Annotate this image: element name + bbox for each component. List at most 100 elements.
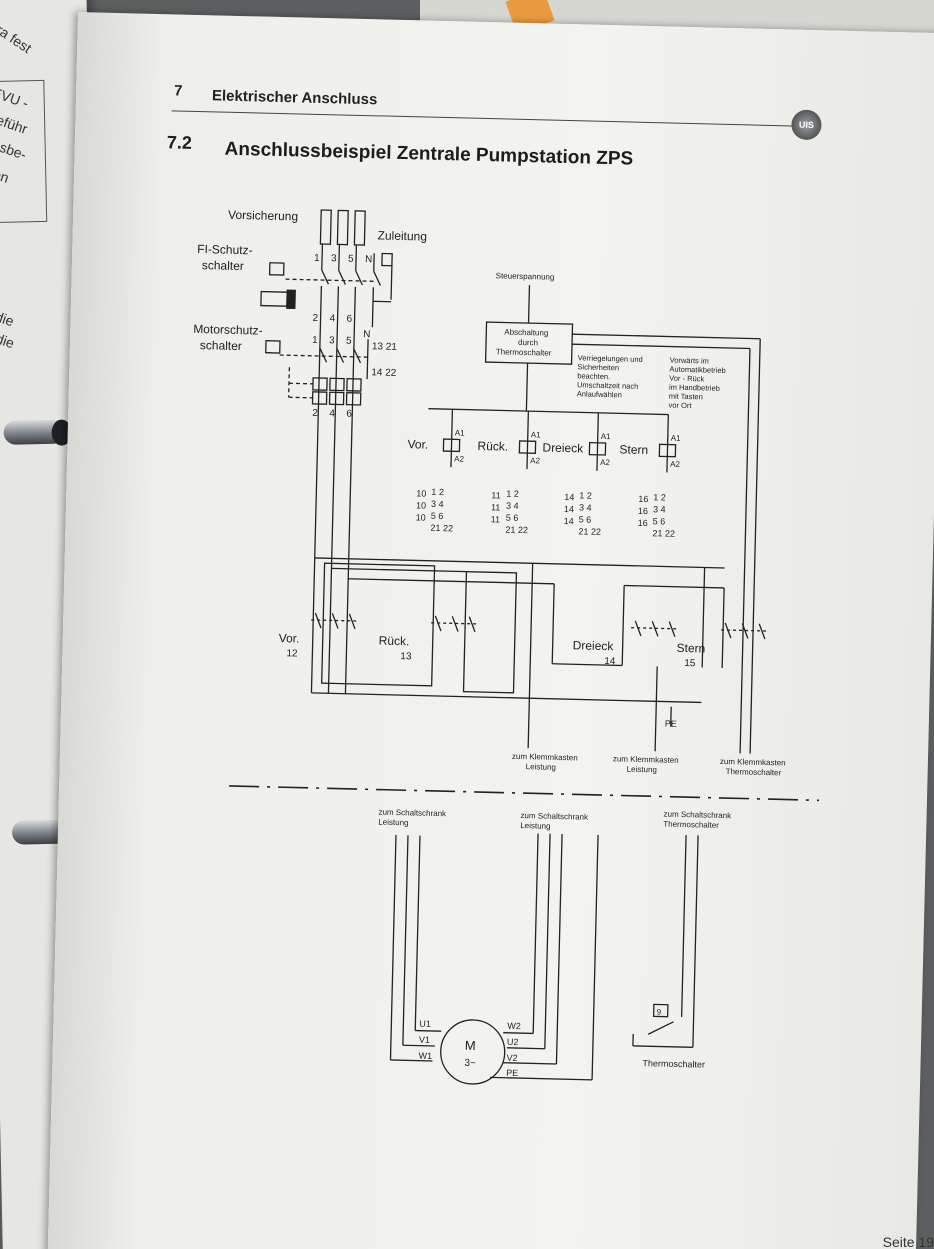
svg-text:10: 10	[416, 488, 426, 498]
svg-text:3 4: 3 4	[506, 501, 519, 511]
label-fi-schutz-2: schalter	[202, 258, 244, 273]
svg-text:2: 2	[312, 408, 318, 419]
svg-text:14: 14	[564, 504, 574, 514]
svg-text:5 6: 5 6	[653, 516, 666, 526]
schalt-thermo-b: Thermoschalter	[663, 820, 719, 830]
header-rule	[171, 110, 792, 127]
svg-text:1: 1	[312, 335, 318, 346]
contactor-rueck-num: 13	[400, 651, 412, 662]
svg-text:Automatikbetrieb: Automatikbetrieb	[669, 365, 725, 375]
svg-text:11: 11	[491, 514, 501, 524]
schalt-leistung-2-a: zum Schaltschrank	[520, 811, 589, 822]
label-zuleitung: Zuleitung	[377, 228, 427, 243]
svg-text:4: 4	[329, 408, 335, 419]
coil-rueck-label: Rück.	[477, 439, 508, 454]
chapter-number: 7	[173, 82, 183, 100]
svg-text:2: 2	[312, 313, 318, 324]
svg-text:A1: A1	[455, 428, 466, 437]
svg-text:21 22: 21 22	[578, 526, 601, 537]
svg-text:1 2: 1 2	[431, 487, 444, 497]
svg-text:V2: V2	[506, 1053, 517, 1063]
motor-right-terminals: W2 U2 V2 PE	[506, 1021, 521, 1078]
svg-text:A1: A1	[671, 434, 682, 443]
fi-terminal-top-labels: 1 3 5 N	[314, 253, 372, 265]
coil-dreieck-label: Dreieck	[542, 440, 584, 455]
svg-text:5 6: 5 6	[506, 513, 519, 523]
contactor-stern	[721, 622, 768, 640]
schalt-leistung-2-b: Leistung	[520, 821, 550, 831]
svg-text:3: 3	[329, 335, 335, 346]
motor-left-terminals: U1 V1 W1	[418, 1019, 432, 1061]
contactor-vor-label: Vor.	[279, 631, 300, 646]
thermoschalter-label: Thermoschalter	[642, 1058, 705, 1070]
label-motorschutz-2: schalter	[200, 338, 242, 353]
svg-text:11: 11	[491, 502, 501, 512]
svg-text:21 22: 21 22	[430, 523, 453, 534]
contactor-dreieck	[631, 620, 678, 637]
svg-text:5 6: 5 6	[579, 514, 592, 524]
power-wiring	[310, 333, 761, 754]
svg-text:Verriegelungen und: Verriegelungen und	[578, 353, 643, 364]
document-page: 7 Elektrischer Anschluss UIS 7.2 Anschlu…	[47, 12, 934, 1249]
motor-protection-icon	[265, 340, 281, 354]
svg-text:beachten.: beachten.	[577, 371, 610, 381]
svg-text:3 4: 3 4	[579, 502, 592, 512]
rcd-symbol-icon	[268, 262, 285, 276]
contactor-rueck-label: Rück.	[379, 634, 410, 649]
fi-terminal-mid-labels: 2 4 6 N	[312, 313, 370, 340]
pe-label: PE	[665, 719, 677, 729]
svg-text:vor Ort: vor Ort	[668, 401, 692, 411]
svg-text:A2: A2	[600, 458, 611, 467]
svg-text:im Handbetrieb: im Handbetrieb	[669, 383, 720, 393]
side-fragment: teführ	[0, 110, 30, 137]
svg-text:6: 6	[346, 409, 352, 420]
coil-row	[442, 409, 677, 473]
svg-text:Vor - Rück: Vor - Rück	[669, 374, 704, 384]
section-title: Anschlussbeispiel Zentrale Pumpstation Z…	[224, 138, 634, 170]
svg-text:U1: U1	[419, 1019, 431, 1029]
ms-top-labels: 1 3 5	[312, 335, 352, 347]
page-number: Seite 19	[882, 1234, 934, 1249]
klemm-leistung-1-b: Leistung	[526, 762, 556, 772]
fi-switch-lines	[285, 244, 393, 419]
company-logo: UIS	[791, 109, 822, 141]
abschaltung-line2: durch	[518, 338, 538, 347]
svg-text:3: 3	[331, 253, 337, 264]
svg-text:A1: A1	[531, 430, 542, 439]
coil-vor-label: Vor.	[407, 437, 428, 452]
svg-text:5 6: 5 6	[431, 511, 444, 521]
side-fragment: ssbe-	[0, 136, 29, 163]
side-fragment: EVU -	[0, 84, 31, 112]
separator-line	[229, 785, 819, 802]
section-number: 7.2	[166, 132, 193, 153]
svg-text:N: N	[365, 254, 373, 265]
svg-text:Umschaltzeit nach: Umschaltzeit nach	[577, 380, 638, 390]
contactor-stern-label: Stern	[676, 641, 705, 656]
schalt-thermo-a: zum Schaltschrank	[663, 810, 732, 821]
klemm-leistung-2-b: Leistung	[627, 765, 657, 775]
motor-symbol-icon	[440, 1019, 506, 1085]
field-wiring	[389, 833, 699, 1081]
side-box: EVU - teführ ssbe- en	[0, 79, 48, 224]
wiring-diagram: Vorsicherung Zuleitung FI-Schutz- schalt…	[193, 208, 819, 1085]
contactor-vor	[311, 612, 358, 630]
svg-text:21 22: 21 22	[505, 525, 528, 536]
svg-text:Sicherheiten: Sicherheiten	[577, 362, 619, 372]
svg-text:A2: A2	[454, 454, 465, 463]
svg-text:3 4: 3 4	[431, 499, 444, 509]
svg-text:PE: PE	[506, 1068, 518, 1078]
side-fragment: die	[0, 330, 17, 352]
aux-contact-bottom: 14 22	[371, 367, 397, 379]
chapter-title: Elektrischer Anschluss	[211, 87, 378, 109]
klemm-thermo-b: Thermoschalter	[726, 767, 782, 777]
svg-text:16: 16	[638, 506, 648, 516]
motor-phase: 3~	[464, 1058, 476, 1069]
abschaltung-line1: Abschaltung	[504, 328, 548, 338]
side-fragment: bra fest	[0, 16, 35, 57]
ms-switch-lines	[279, 339, 370, 406]
